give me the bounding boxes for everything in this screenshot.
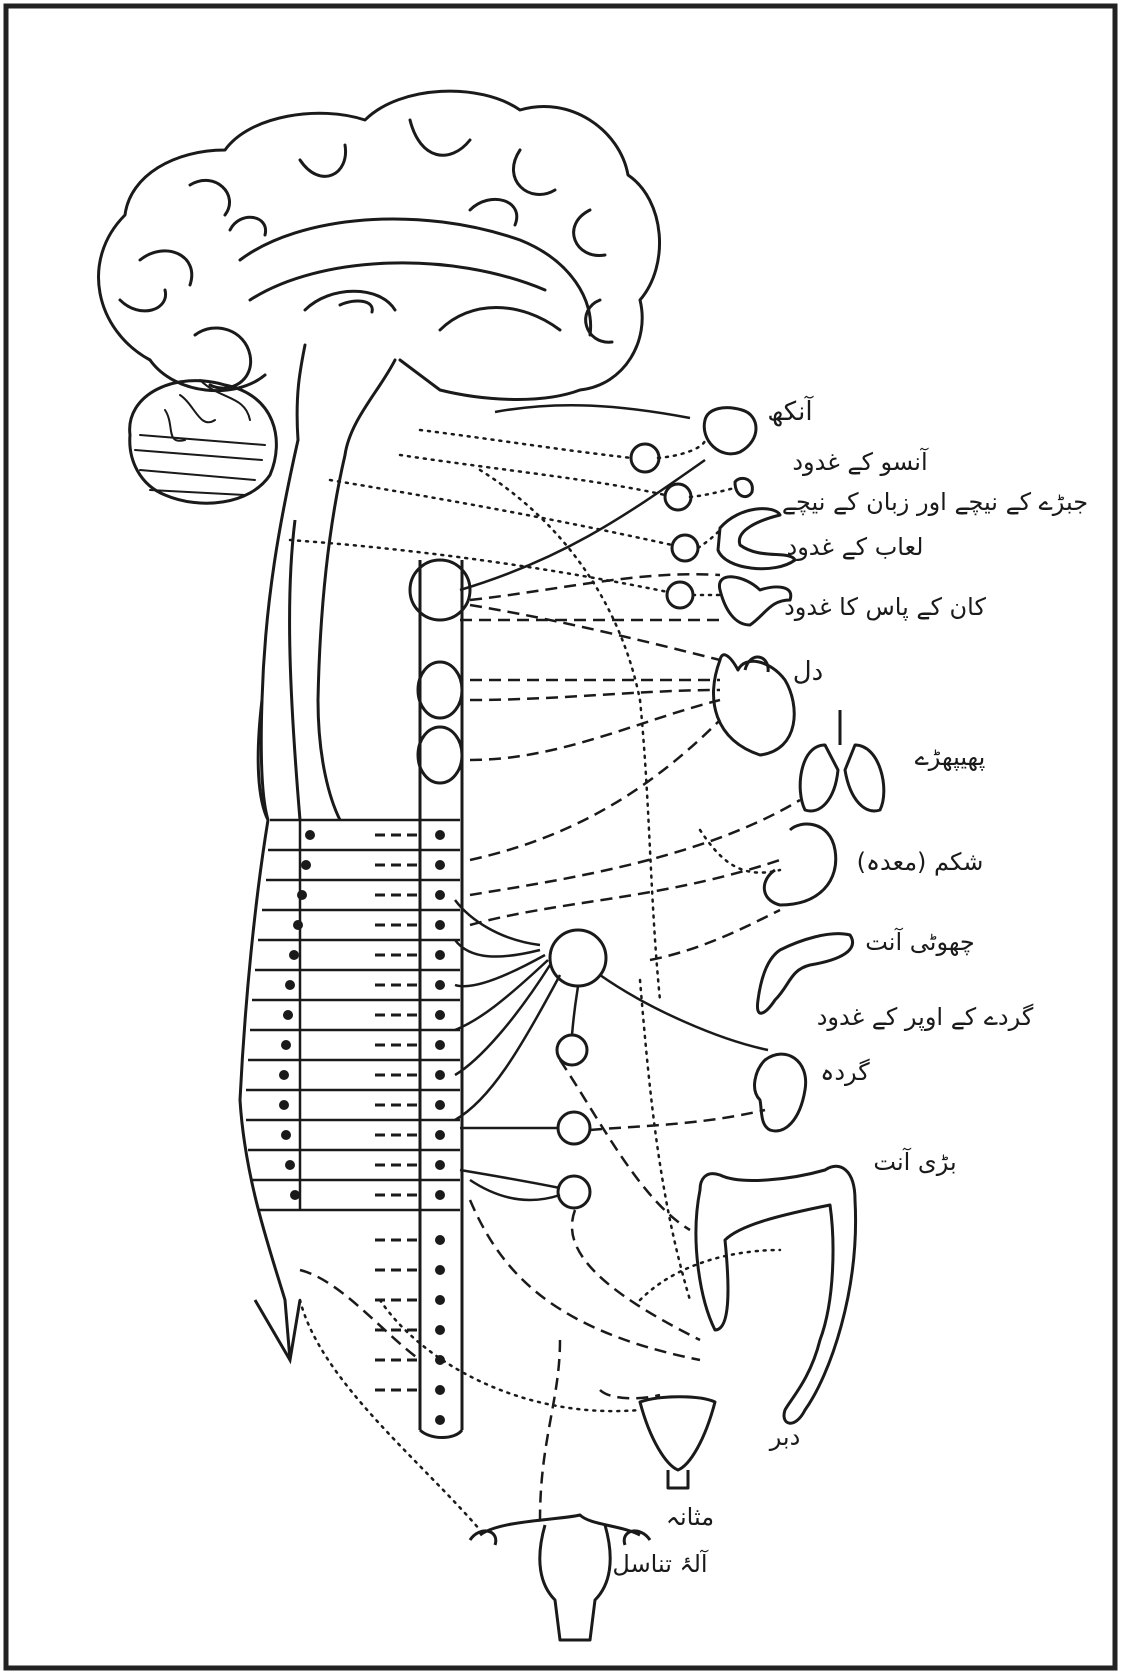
label-adrenal: گردے کے اوپر کے غدود <box>817 1003 1034 1031</box>
segment-dashes <box>375 835 418 1390</box>
label-under-jaw-tongue: جبڑے کے نیچے اور زبان کے نیچے <box>782 488 1088 516</box>
eye-organ <box>704 408 756 454</box>
bladder-organ <box>640 1397 715 1488</box>
figure-border <box>6 6 1115 1668</box>
label-eye: آنکھ <box>767 395 814 427</box>
large-intestine-organ <box>696 1166 856 1423</box>
solid-nerves <box>455 405 768 1200</box>
organ-labels: آنکھ آنسو کے غدود جبڑے کے نیچے اور زبان … <box>612 395 1088 1578</box>
small-intestine-organ <box>757 934 852 1014</box>
label-tear-glands: آنسو کے غدود <box>792 447 929 476</box>
dashed-nerves <box>300 574 800 1520</box>
label-stomach: شکم (معدہ) <box>857 848 984 876</box>
brain-drawing <box>99 91 660 503</box>
stomach-organ <box>764 824 835 905</box>
dotted-nerves <box>290 430 780 1530</box>
peripheral-ganglia <box>550 444 698 1208</box>
label-small-intestine: چھوٹی آنت <box>865 927 975 956</box>
lungs-organ <box>800 710 884 811</box>
label-kidney: گردہ <box>820 1058 870 1086</box>
label-ear-gland: کان کے پاس کا غدود <box>784 593 986 621</box>
label-heart: دل <box>793 657 823 687</box>
label-lungs: پھیپھڑے <box>915 743 986 771</box>
heart-organ <box>713 655 794 755</box>
label-bladder: مثانہ <box>666 1503 714 1531</box>
label-genitals: آلۂ تناسل <box>612 1549 709 1578</box>
kidney-organ <box>755 1054 806 1131</box>
spinal-segments <box>246 820 460 1210</box>
label-large-intestine: بڑی آنت <box>873 1147 956 1176</box>
label-saliva-glands: لعاب کے غدود <box>787 533 924 561</box>
label-rectum: دبر <box>769 1423 801 1451</box>
